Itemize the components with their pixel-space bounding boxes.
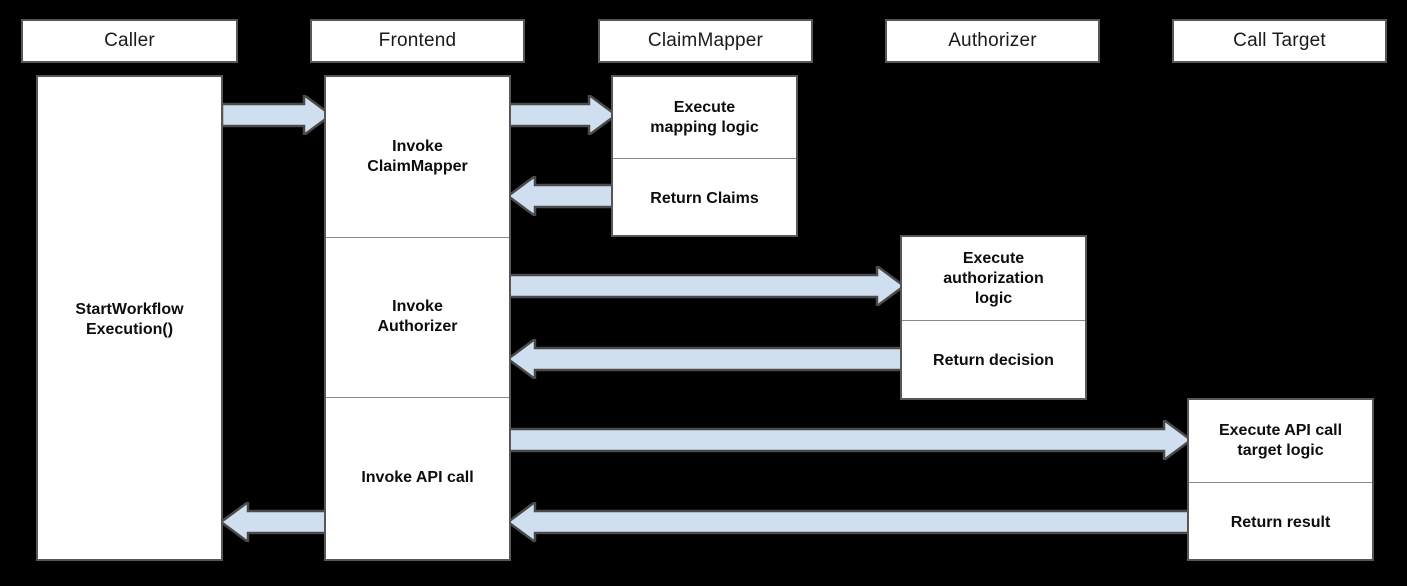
arrow-frontend-to-calltarget: [509, 420, 1192, 460]
lifeline-header-calltarget-label: Call Target: [1233, 30, 1326, 51]
activation-calltarget-segment-0: Execute API call target logic: [1189, 400, 1372, 482]
activation-authorizer-segment-1-label: Return decision: [933, 352, 1054, 369]
activation-calltarget-segment-1-label: Return result: [1230, 513, 1331, 531]
activation-frontend-segment-2: Invoke API call: [326, 397, 509, 559]
activation-claimmapper-segment-0-label: Execute mapping logic: [650, 98, 759, 136]
activation-claimmapper-divider-0: [613, 158, 796, 159]
activation-authorizer-segment-1: Return decision: [902, 320, 1085, 402]
arrow-frontend-to-caller: [220, 502, 332, 542]
activation-authorizer: Execute authorization logic Return decis…: [900, 235, 1087, 400]
arrow-authorizer-to-frontend: [507, 339, 903, 379]
activation-frontend-segment-0-label: Invoke ClaimMapper: [367, 138, 468, 175]
activation-claimmapper-segment-1: Return Claims: [613, 158, 796, 239]
activation-claimmapper-segment-0: Execute mapping logic: [613, 77, 796, 158]
lifeline-header-frontend-label: Frontend: [378, 30, 457, 51]
lifeline-header-claimmapper: ClaimMapper: [598, 19, 813, 63]
lifeline-header-caller: Caller: [21, 19, 238, 63]
activation-authorizer-segment-0-label: Execute authorization logic: [943, 249, 1044, 307]
activation-calltarget-divider-0: [1189, 482, 1372, 483]
lifeline-header-caller-label: Caller: [104, 30, 155, 51]
lifeline-header-frontend: Frontend: [310, 19, 525, 63]
activation-caller-segment-0: StartWorkflow Execution(): [38, 77, 221, 563]
activation-calltarget: Execute API call target logic Return res…: [1187, 398, 1374, 561]
lifeline-header-calltarget: Call Target: [1172, 19, 1387, 63]
lifeline-header-claimmapper-label: ClaimMapper: [647, 30, 764, 51]
activation-frontend-divider-1: [326, 397, 509, 398]
arrow-frontend-to-claimmapper: [509, 95, 617, 135]
activation-frontend-segment-0: Invoke ClaimMapper: [326, 77, 509, 237]
activation-calltarget-segment-1: Return result: [1189, 482, 1372, 563]
activation-caller-segment-0-label: StartWorkflow Execution(): [75, 301, 184, 338]
activation-frontend-segment-1-label: Invoke Authorizer: [377, 298, 458, 335]
arrow-calltarget-to-frontend: [507, 502, 1190, 542]
activation-calltarget-segment-0-label: Execute API call target logic: [1218, 422, 1343, 459]
arrow-claimmapper-to-frontend: [507, 176, 615, 216]
activation-claimmapper-segment-1-label: Return Claims: [650, 189, 759, 207]
activation-frontend-segment-2-label: Invoke API call: [361, 469, 474, 486]
arrow-frontend-to-authorizer: [509, 266, 905, 306]
activation-authorizer-segment-0: Execute authorization logic: [902, 237, 1085, 320]
activation-authorizer-divider-0: [902, 320, 1085, 321]
activation-frontend-segment-1: Invoke Authorizer: [326, 237, 509, 397]
lifeline-header-authorizer-label: Authorizer: [948, 30, 1037, 51]
lifeline-header-authorizer: Authorizer: [885, 19, 1100, 63]
activation-frontend: Invoke ClaimMapper Invoke Authorizer Inv…: [324, 75, 511, 561]
activation-caller: StartWorkflow Execution(): [36, 75, 223, 561]
activation-frontend-divider-0: [326, 237, 509, 238]
arrow-caller-to-frontend: [222, 95, 332, 135]
activation-claimmapper: Execute mapping logic Return Claims: [611, 75, 798, 237]
